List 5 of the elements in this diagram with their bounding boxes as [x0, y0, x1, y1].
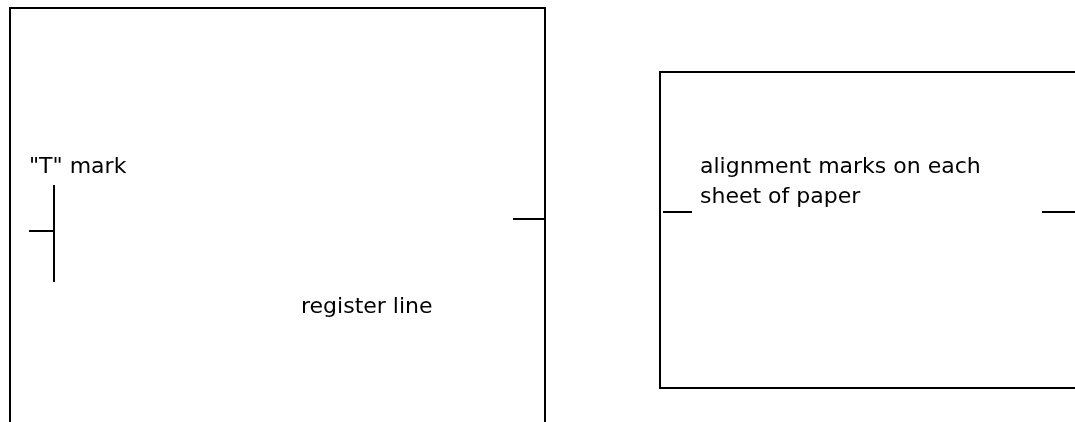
annotation-text: register line [301, 292, 434, 320]
annotation-text: "T" mark [29, 152, 128, 180]
annotation-text: alignment marks on each sheet of paper [700, 152, 982, 210]
paper-sheet [659, 71, 1075, 389]
paper-sheet [9, 7, 546, 422]
